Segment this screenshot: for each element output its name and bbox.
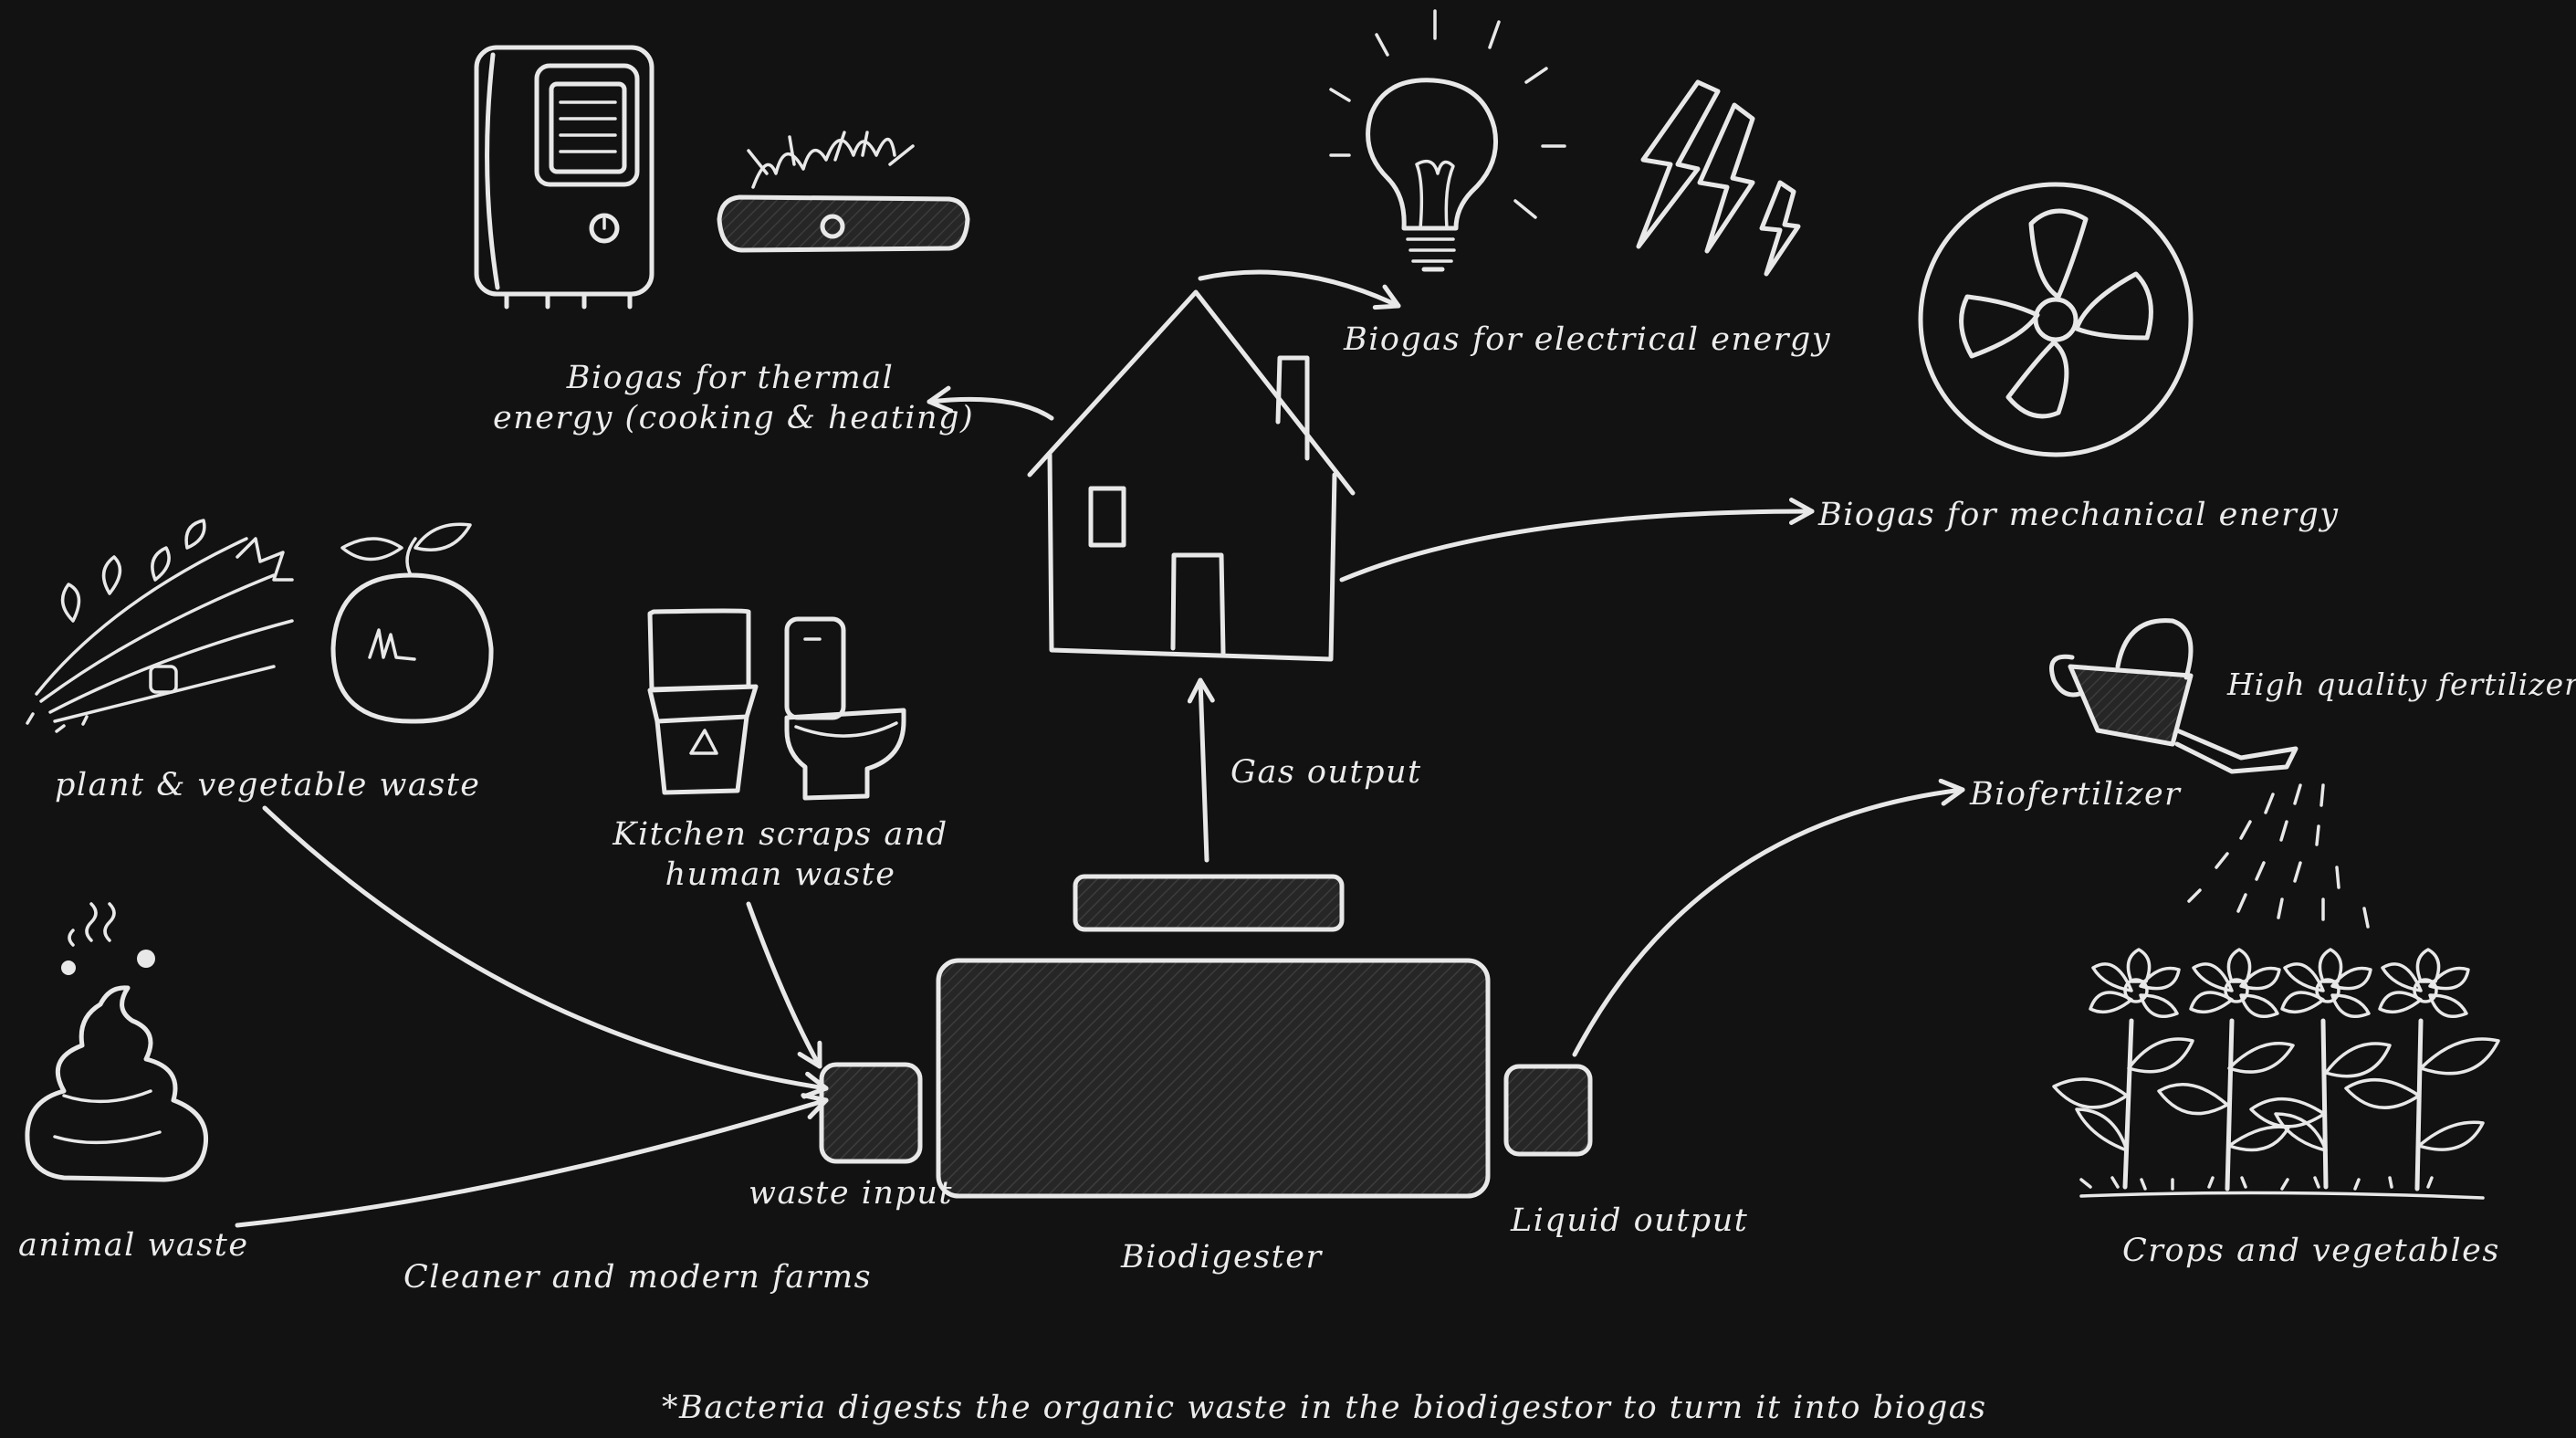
arrow-from-kitchen [746, 901, 822, 1069]
gas-chamber [1073, 874, 1345, 932]
waste-input-box [819, 1062, 923, 1164]
crops-icon [2052, 948, 2500, 1200]
label-kitchen-line1: Kitchen scraps and [613, 816, 948, 853]
arrow-to-mechanical [1339, 498, 1815, 583]
heater-icon [474, 45, 654, 310]
trash-bin-icon [647, 608, 759, 795]
label-gas-output: Gas output [1230, 754, 1422, 791]
fruit-icon [330, 522, 494, 724]
arrow-from-animal-waste [235, 1093, 829, 1228]
label-crops: Crops and vegetables [2122, 1233, 2500, 1269]
biodigester-tank [936, 958, 1491, 1199]
label-kitchen-line2: human waste [665, 856, 896, 893]
label-biofertilizer: Biofertilizer [1970, 776, 2182, 813]
arrow-to-thermal [927, 385, 1054, 421]
label-kitchen-scraps: Kitchen scraps and human waste [612, 814, 949, 895]
arrow-from-plant-waste [262, 805, 829, 1099]
label-high-quality-fertilizer: High quality fertilizer [2227, 667, 2576, 702]
label-plant-waste: plant & vegetable waste [55, 767, 481, 803]
watering-can-icon [2049, 618, 2370, 929]
label-thermal-line2: energy (cooking & heating) [493, 400, 975, 436]
arrow-to-electrical [1198, 269, 1401, 310]
lightning-icon [1636, 79, 1801, 277]
toilet-icon [784, 616, 906, 801]
label-thermal-line1: Biogas for thermal [566, 360, 895, 396]
label-electrical-energy: Biogas for electrical energy [1344, 321, 1832, 358]
label-cleaner-farms: Cleaner and modern farms [403, 1259, 873, 1296]
light-bulb-icon [1329, 9, 1566, 272]
liquid-output-box [1503, 1064, 1593, 1157]
plant-waste-icon [26, 519, 294, 733]
label-animal-waste: animal waste [18, 1227, 249, 1264]
arrow-gas-output [1187, 677, 1215, 863]
label-liquid-output: Liquid output [1511, 1202, 1749, 1239]
footnote: *Bacteria digests the organic waste in t… [662, 1390, 1987, 1426]
poop-icon [25, 902, 209, 1182]
fan-icon [1918, 182, 2194, 457]
gas-stove-icon [717, 131, 970, 253]
label-thermal-energy: Biogas for thermal energy (cooking & hea… [493, 358, 975, 438]
label-waste-input: waste input [749, 1175, 953, 1212]
label-biodigester: Biodigester [1121, 1239, 1323, 1275]
label-mechanical-energy: Biogas for mechanical energy [1818, 497, 2340, 533]
house-icon [1027, 289, 1356, 662]
arrow-to-biofertilizer [1572, 778, 1965, 1057]
